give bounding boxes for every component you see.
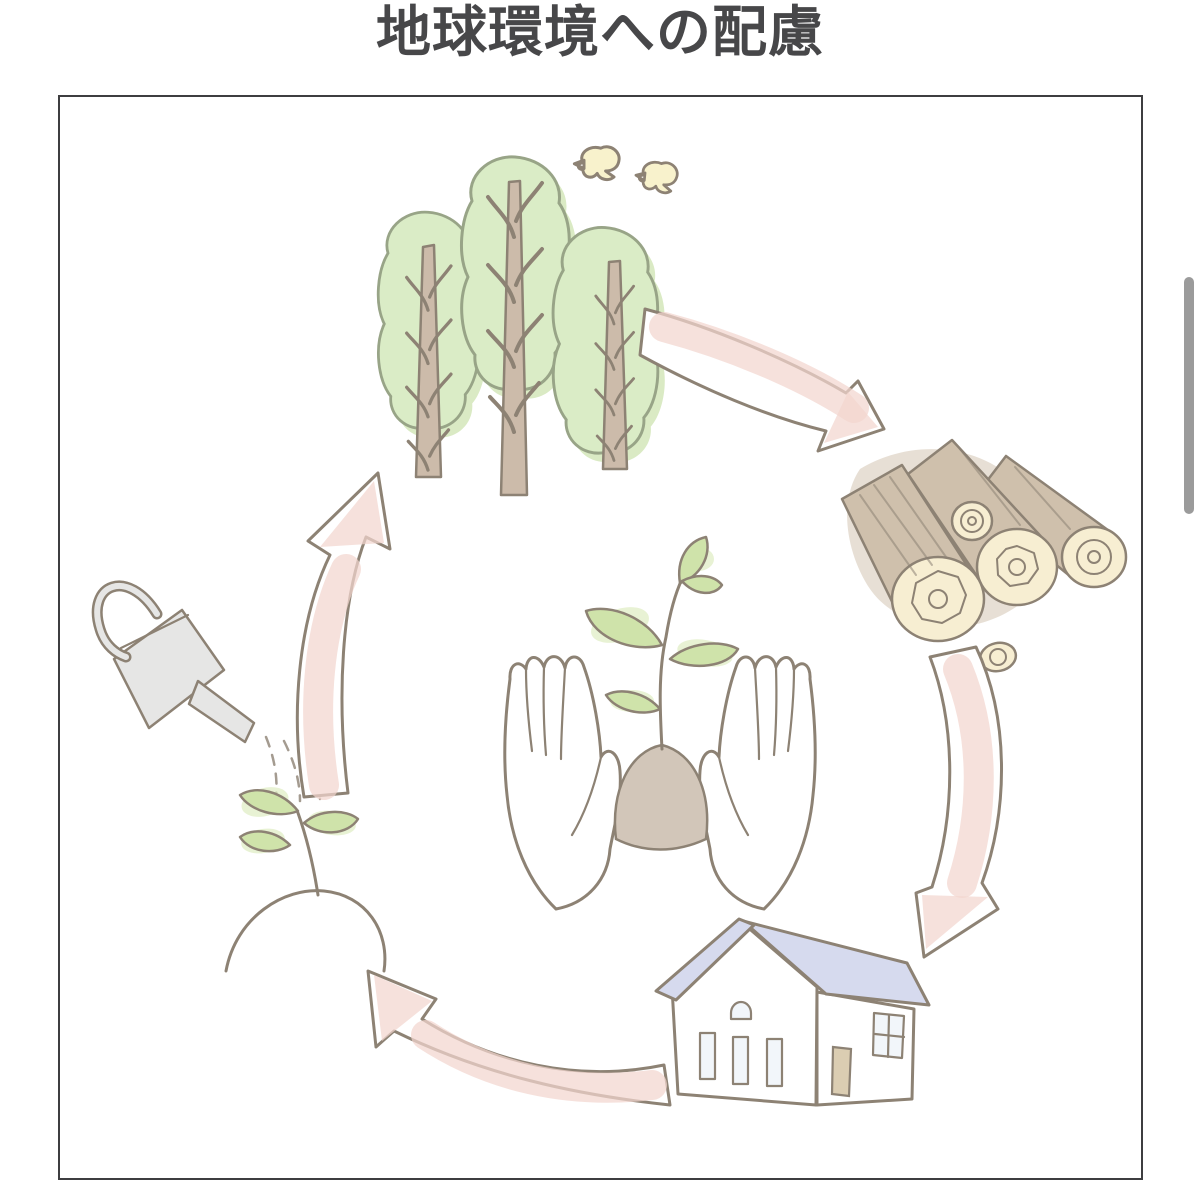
birds-icon (572, 145, 680, 196)
seed-mound (613, 743, 709, 851)
arrow-seedling-to-forest-icon (295, 471, 392, 800)
forest-trees-icon (376, 155, 665, 497)
cycle-diagram (91, 145, 1128, 1107)
arrow-house-to-seedling-icon (366, 969, 672, 1107)
right-hand-icon (698, 655, 817, 911)
seedling-icon (224, 787, 387, 973)
illustration-frame (58, 95, 1143, 1180)
arrow-forest-to-logs-icon (638, 307, 886, 453)
page-title: 地球環境への配慮 (375, 1, 824, 63)
hands-holding-sprout-icon (503, 535, 817, 911)
scrollbar-thumb[interactable] (1184, 277, 1194, 514)
watering-seedling-icon (91, 580, 387, 973)
watering-can-icon (91, 580, 322, 803)
left-hand-icon (503, 655, 622, 911)
arrow-logs-to-house-icon (914, 645, 1003, 959)
house-icon (654, 917, 931, 1107)
timber-logs-icon (840, 438, 1128, 673)
